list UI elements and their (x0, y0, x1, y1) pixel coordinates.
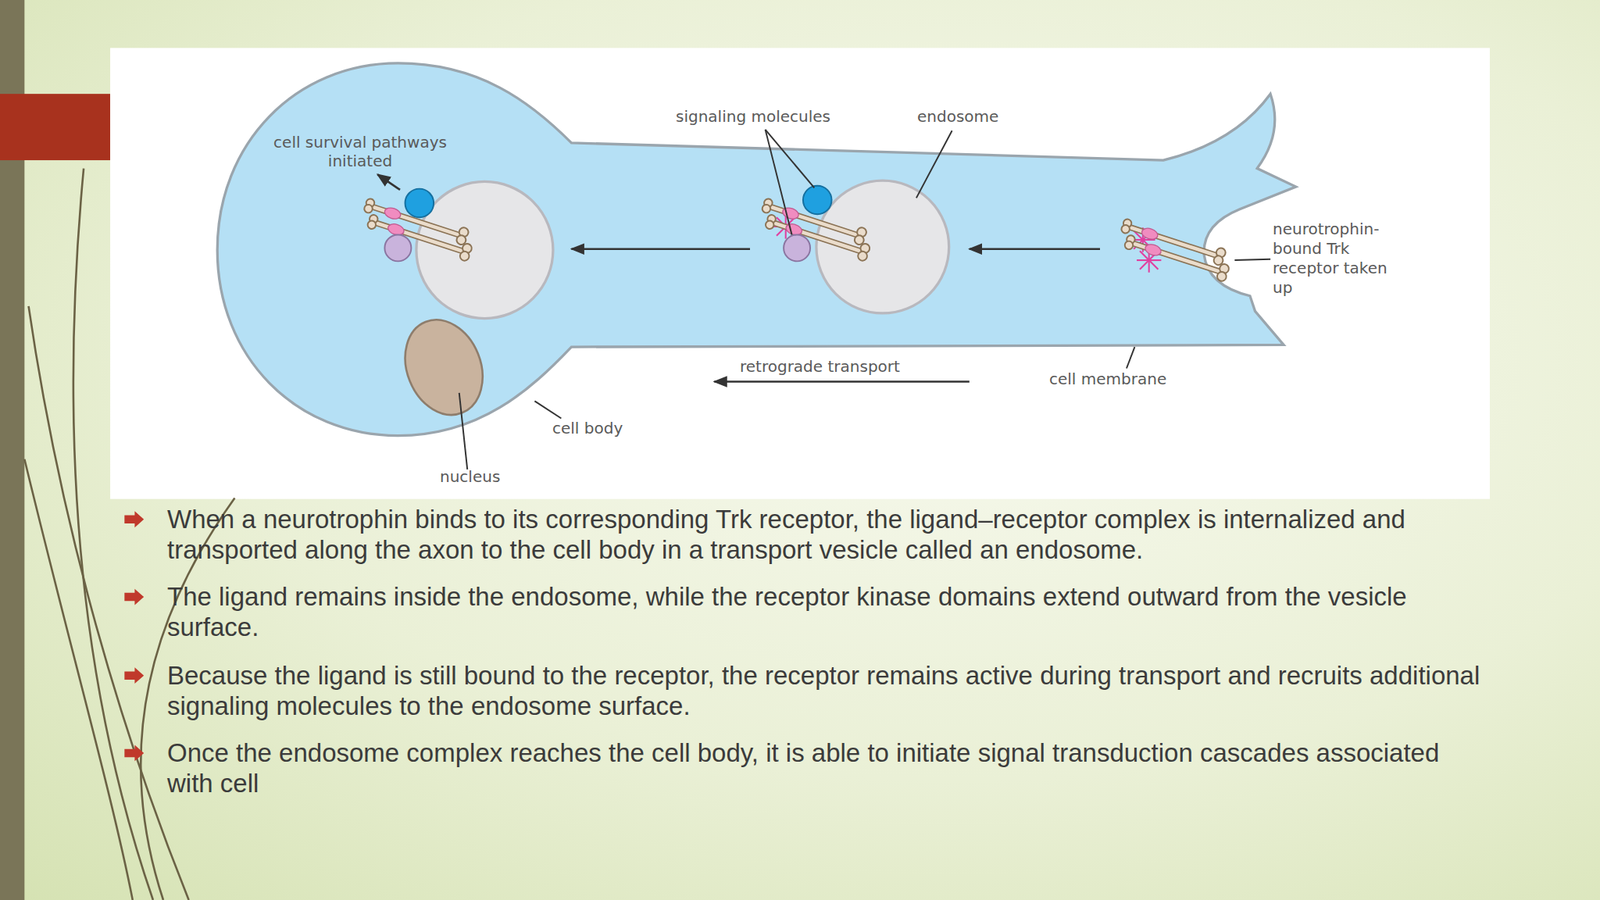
bullet-text: Once the endosome complex reaches the ce… (167, 737, 1489, 799)
endosome-shape (816, 180, 950, 314)
figure-label: neurotrophin-bound Trk receptor taken up (1272, 219, 1406, 298)
figure-label: retrograde transport (739, 357, 900, 377)
figure-label: nucleus (439, 467, 500, 487)
figure-label: cell survival pathways initiated (273, 132, 447, 171)
bullet-text: The ligand remains inside the endosome, … (167, 581, 1489, 643)
signaling-molecule (803, 185, 833, 215)
figure-panel (110, 47, 1490, 499)
signaling-molecule (783, 234, 811, 261)
neuron-outline (217, 63, 1297, 436)
trk-receptor (1115, 216, 1235, 283)
leader-lines (459, 129, 1271, 470)
endosome-shape (416, 181, 554, 318)
figure-label: signaling molecules (675, 107, 831, 127)
bullet-markers (124, 510, 144, 761)
nucleus-shape (391, 307, 497, 426)
accent-tab (0, 93, 111, 161)
transport-arrows (377, 174, 1100, 382)
signaling-molecule (384, 234, 411, 261)
bullet-text: Because the ligand is still bound to the… (167, 660, 1489, 722)
figure-label: cell body (552, 418, 623, 439)
figure-label: cell membrane (1049, 369, 1167, 390)
figure-label: endosome (917, 107, 999, 127)
signaling-molecule (405, 189, 435, 218)
bullet-text: When a neurotrophin binds to its corresp… (167, 503, 1489, 565)
